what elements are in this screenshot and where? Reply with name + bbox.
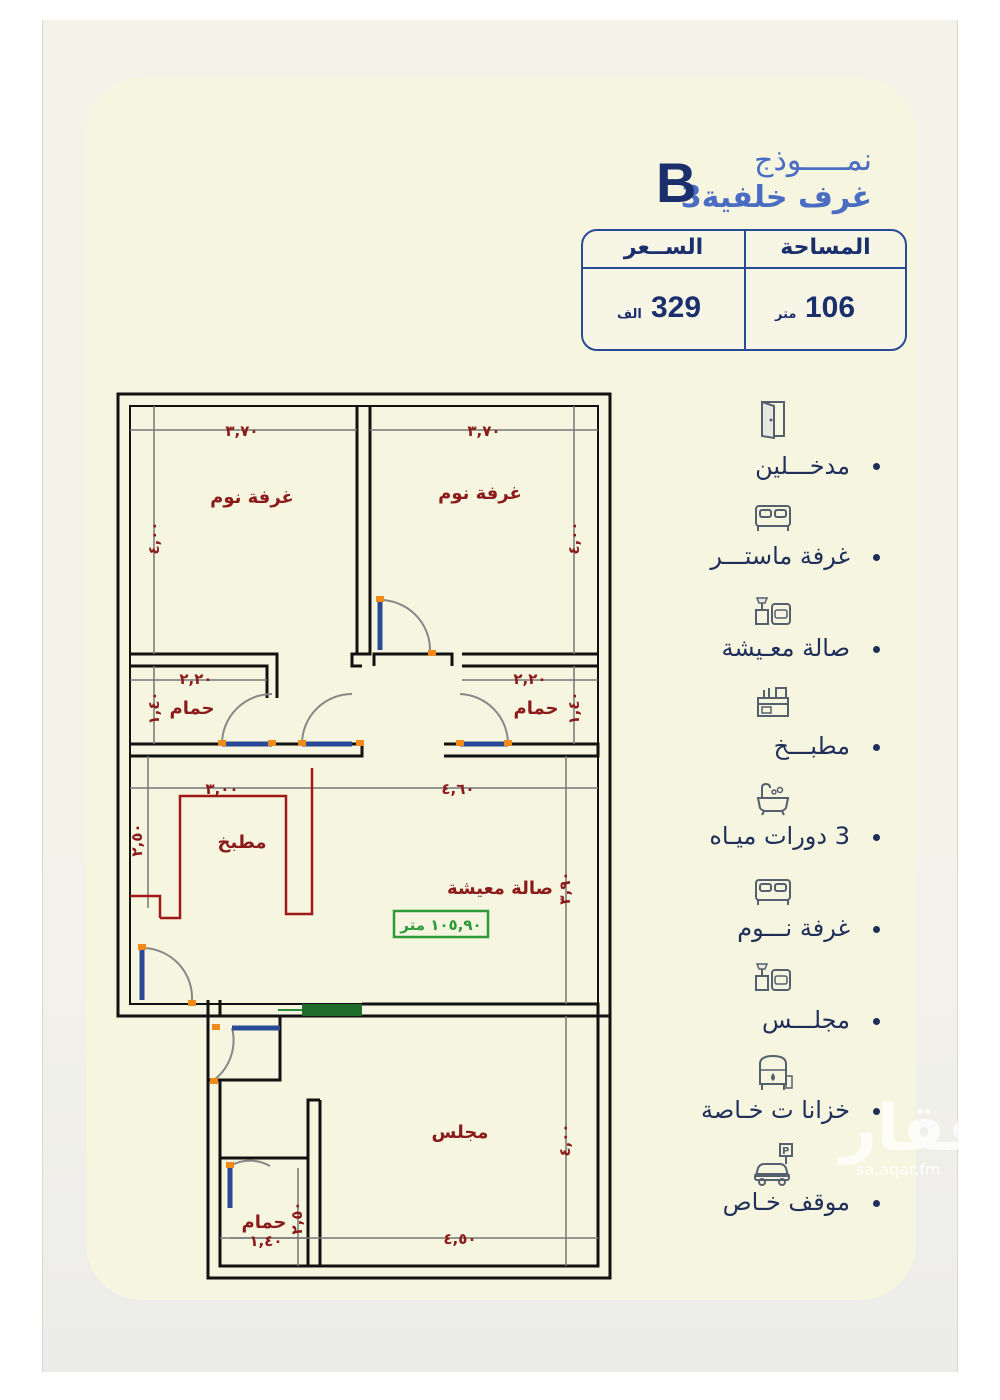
- price-unit: الف: [617, 307, 642, 322]
- feature-master-bedroom: غرفة ماستـــر: [710, 542, 850, 570]
- feature-bedroom: غرفة نـــوم: [737, 914, 850, 942]
- kitchen-counter: [160, 768, 314, 920]
- parking-icon: P: [754, 1143, 793, 1186]
- info-divider-horizontal: [583, 267, 905, 269]
- water-tank-icon: [759, 1054, 793, 1090]
- svg-text:P: P: [782, 1146, 789, 1157]
- feature-bathrooms: 3 دورات ميـاه: [709, 822, 850, 850]
- info-box: المساحة الســعر 106 متر 329 الف: [581, 229, 907, 351]
- bullet: [873, 1018, 880, 1025]
- feature-water-tanks: خزانا ت خـاصة: [700, 1096, 850, 1124]
- kitchen-icon: [757, 687, 789, 717]
- area-value: 106: [805, 291, 856, 324]
- dim-bedroom-right-width: ٣,٧٠: [467, 422, 500, 440]
- door-markers: [138, 596, 512, 1168]
- watermark-url: sa.aqar.fm: [856, 1160, 941, 1179]
- bullet: [873, 646, 880, 653]
- room-label-majlis: مجلس: [432, 1122, 489, 1143]
- bed-icon: [755, 505, 791, 531]
- dimension-lines: [130, 406, 598, 1266]
- floor-plan: ١٠٥,٩٠ متر غرفة نوم غرفة نوم حمام حمام م…: [116, 392, 612, 1280]
- dim-bath-bottom-width: ١,٤٠: [249, 1232, 282, 1250]
- doors: [139, 599, 510, 1208]
- bullet: [873, 1200, 880, 1207]
- price-label: الســعر: [623, 235, 704, 260]
- room-label-bath-right: حمام: [514, 698, 559, 719]
- dim-majlis-height: ٤,٠٠: [556, 1123, 574, 1156]
- dim-bath-right-width: ٢,٢٠: [513, 670, 546, 688]
- door-icon: [761, 400, 785, 440]
- feature-living-room: صالة معـيشة: [721, 634, 850, 662]
- total-area-box: [392, 909, 490, 939]
- dim-bedroom-left-height: ٤,٠٠: [145, 521, 163, 554]
- room-label-kitchen: مطبخ: [218, 832, 267, 853]
- info-divider-vertical: [744, 231, 746, 349]
- dim-living-width: ٤,٦٠: [441, 780, 474, 798]
- bullet: [873, 926, 880, 933]
- bullet: [873, 463, 880, 470]
- dim-bath-bottom-height: ٢,٥٠: [288, 1201, 306, 1234]
- model-subtitle: 3غرف خلفية: [680, 180, 872, 215]
- feature-majlis: مجلـــس: [762, 1006, 850, 1034]
- dim-kitchen-width: ٣,٠٠: [205, 780, 238, 798]
- bed-icon: [755, 879, 791, 905]
- room-label-bedroom-left: غرفة نوم: [210, 487, 294, 508]
- room-label-bath-bottom: حمام: [242, 1212, 287, 1233]
- dim-bedroom-left-width: ٣,٧٠: [225, 422, 258, 440]
- dim-bath-right-height: ١,٤٠: [565, 691, 583, 724]
- total-area-label: ١٠٥,٩٠ متر: [399, 916, 481, 934]
- dim-kitchen-height: ٢,٥٠: [128, 823, 146, 856]
- dim-bath-left-width: ٢,٢٠: [179, 670, 212, 688]
- kitchen-counter-edge: [130, 894, 162, 918]
- room-label-living: صالة معيشة: [447, 878, 553, 899]
- feature-parking: موقف خـاص: [722, 1188, 850, 1216]
- bullet: [873, 554, 880, 561]
- area-label: المساحة: [780, 235, 871, 260]
- bathtub-icon: [756, 782, 790, 816]
- entrance-marker: [278, 1004, 362, 1016]
- dim-bedroom-right-height: ٤,٠٠: [565, 521, 583, 554]
- dim-majlis-width: ٤,٥٠: [443, 1230, 476, 1248]
- dim-living-height: ٣,٩٠: [556, 871, 574, 904]
- bullet: [873, 744, 880, 751]
- model-letter: B: [656, 151, 697, 214]
- bullet: [873, 1108, 880, 1115]
- feature-entrances: مدخـــلين: [755, 452, 850, 480]
- room-label-bedroom-right: غرفة نوم: [438, 483, 522, 504]
- price-value: 329: [651, 291, 702, 324]
- bullet: [873, 834, 880, 841]
- room-label-bath-left: حمام: [170, 698, 215, 719]
- area-unit: متر: [775, 307, 797, 322]
- walls: [116, 392, 612, 1280]
- feature-kitchen: مطبـــخ: [773, 732, 850, 760]
- living-room-icon: [755, 597, 791, 625]
- dim-bath-left-height: ١,٤٠: [145, 691, 163, 724]
- model-label: نمـــــوذج: [754, 143, 872, 178]
- sofa-icon: [755, 963, 791, 991]
- watermark-logo: عقار: [840, 1092, 991, 1166]
